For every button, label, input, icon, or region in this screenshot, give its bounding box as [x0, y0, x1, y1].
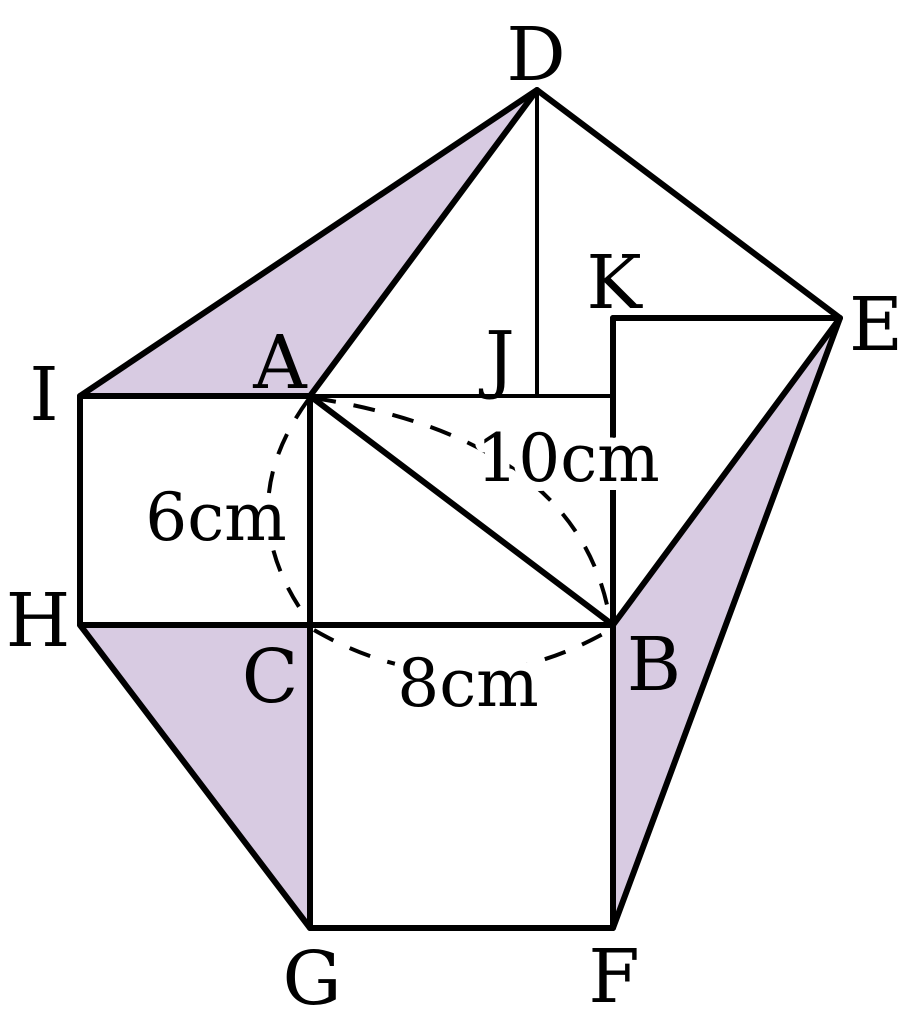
segment-id — [77, 87, 540, 399]
vertex-label-b: B — [627, 622, 681, 708]
vertex-label-h: H — [6, 578, 71, 664]
vertex-label-j: J — [478, 316, 515, 402]
segment-hg — [77, 622, 313, 931]
measure-cb-label: 8cm — [397, 645, 539, 722]
vertex-label-k: K — [586, 240, 643, 326]
vertex-label-a: A — [252, 320, 308, 406]
dimension-arc-cb — [313, 628, 611, 675]
vertex-label-c: C — [242, 634, 299, 720]
vertex-label-i: I — [29, 352, 58, 438]
measure-ab-label: 10cm — [476, 420, 660, 497]
measure-ac-label: 6cm — [145, 479, 287, 556]
vertex-label-f: F — [588, 934, 639, 1020]
segment-ef — [610, 315, 843, 931]
vertex-label-d: D — [506, 12, 565, 98]
vertex-label-e: E — [849, 282, 903, 368]
vertex-label-g: G — [282, 936, 341, 1022]
dimension-arc-ac — [266, 398, 310, 622]
square-abed — [307, 87, 843, 628]
